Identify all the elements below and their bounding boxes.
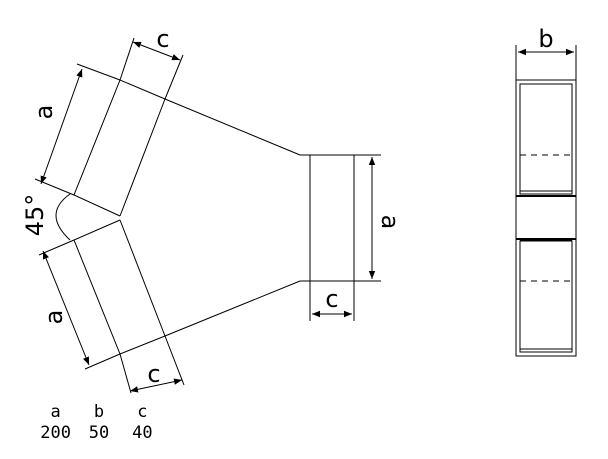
dimension-a-lower: a [38,239,121,370]
dimension-b: b [515,25,577,80]
dimension-a-upper: a [30,63,121,196]
label-c-upper: c [156,25,169,53]
header-a: a [50,402,61,422]
value-a: 200 [40,423,72,443]
label-a-upper: a [30,105,58,120]
lower-branch-inner-edge [119,219,166,337]
header-b: b [93,402,105,422]
body-top-edge [164,98,301,156]
label-c-lower: c [147,360,160,388]
angle-arc [55,193,71,241]
side-view [515,79,577,357]
value-b: 50 [88,423,110,443]
side-view-upper-box [519,83,573,195]
header-c: c [137,402,148,422]
dimension-a-outlet: a [354,154,404,282]
lower-branch-duct [73,219,166,355]
upper-branch-duct [73,79,166,217]
body-bottom-edge [164,280,301,337]
value-c: 40 [132,423,153,443]
dimension-c-upper: c [119,25,184,100]
upper-branch-inner-edge [119,98,166,217]
dimension-angle: 45° [21,193,71,241]
dimension-c-lower: c [119,335,185,394]
label-a-lower: a [40,310,68,325]
label-b: b [538,25,553,53]
side-view-lower-box [519,240,573,353]
side-view-outline [515,79,577,357]
dimension-table-header-row: a b c [34,402,164,423]
y-branch-body [73,79,355,355]
outlet-spigot [309,154,355,282]
dimension-table: a b c 200 50 40 [34,402,164,444]
dimension-c-outlet: c [309,281,355,321]
label-a-outlet: a [376,215,404,230]
label-c-outlet: c [325,285,338,313]
dimension-table-value-row: 200 50 40 [34,423,164,444]
label-angle: 45° [21,194,49,237]
